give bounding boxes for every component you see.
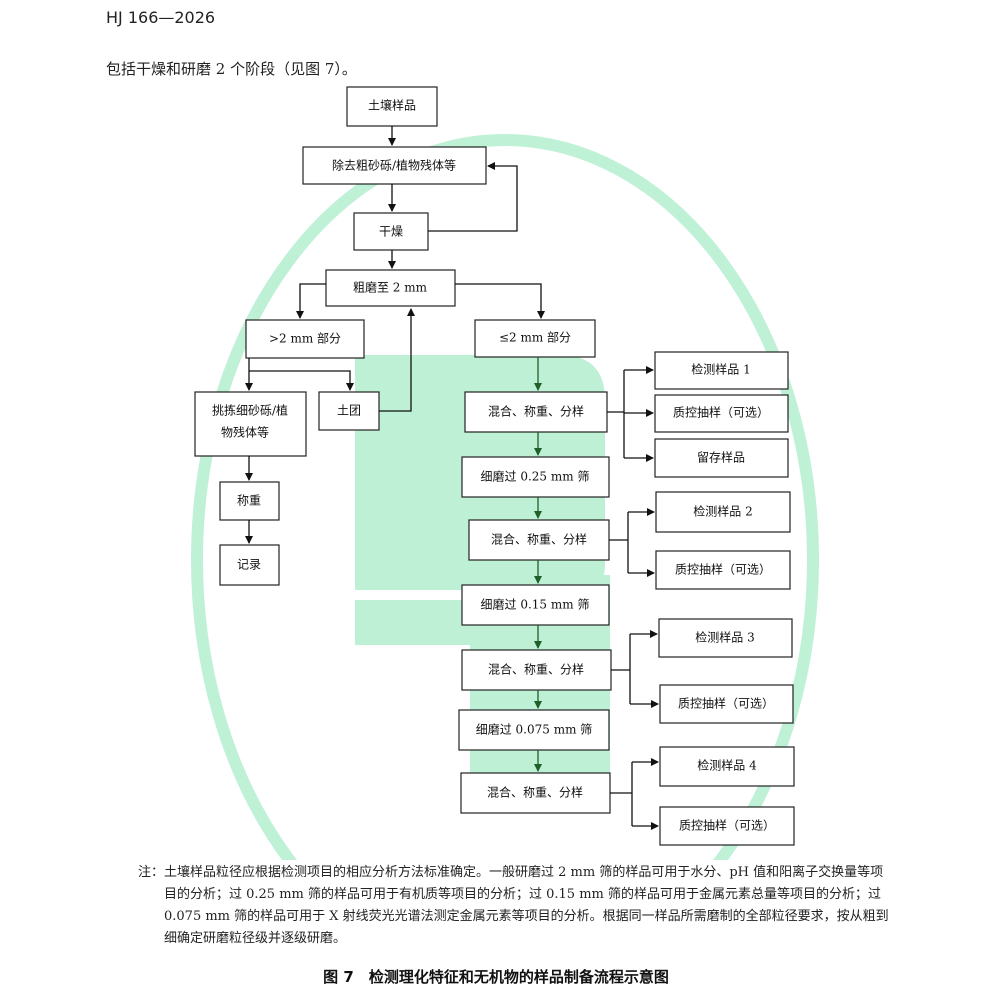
node-mix-1: 混合、称重、分样 [464, 391, 608, 433]
node-grind-015: 细磨过 0.15 mm 筛 [461, 584, 610, 626]
node-test-4: 检测样品 4 [659, 746, 795, 787]
node-qc-3: 质控抽样（可选） [659, 684, 794, 724]
node-mix-2-label: 混合、称重、分样 [491, 532, 587, 547]
connectors [245, 126, 659, 830]
node-soil-sample: 土壤样品 [346, 86, 438, 127]
node-pick-debris-line2: 物残体等 [221, 426, 269, 440]
node-qc-4: 质控抽样（可选） [659, 806, 795, 846]
node-gt2: >2 mm 部分 [245, 319, 365, 359]
node-coarse-grind-label: 粗磨至 2 mm [353, 281, 428, 295]
node-test-1-label: 检测样品 1 [691, 362, 750, 377]
node-coarse-grind: 粗磨至 2 mm [325, 269, 456, 307]
document-code: HJ 166—2026 [106, 8, 216, 27]
node-grind-025-label: 细磨过 0.25 mm 筛 [481, 469, 590, 484]
node-mix-3: 混合、称重、分样 [461, 649, 612, 691]
figure-note: 注： 土壤样品粒径应根据检测项目的相应分析方法标准确定。一般研磨过 2 mm 筛… [138, 862, 890, 950]
node-le2-label: ≤2 mm 部分 [499, 330, 571, 345]
node-qc-2-label: 质控抽样（可选） [675, 562, 771, 577]
node-qc-4-label: 质控抽样（可选） [679, 818, 775, 833]
node-grind-0075-label: 细磨过 0.075 mm 筛 [476, 722, 593, 737]
node-clod-label: 土团 [337, 404, 361, 418]
note-text: 土壤样品粒径应根据检测项目的相应分析方法标准确定。一般研磨过 2 mm 筛的样品… [164, 865, 889, 946]
node-record: 记录 [219, 544, 280, 586]
node-record-label: 记录 [237, 558, 261, 572]
node-mix-4-label: 混合、称重、分样 [487, 785, 583, 800]
node-qc-3-label: 质控抽样（可选） [678, 696, 774, 711]
node-soil-sample-label: 土壤样品 [368, 98, 416, 113]
node-qc-2: 质控抽样（可选） [655, 550, 791, 590]
node-gt2-label: >2 mm 部分 [269, 331, 341, 346]
note-label: 注： [138, 865, 165, 880]
node-le2: ≤2 mm 部分 [474, 319, 596, 358]
node-pick-debris-line1: 挑拣细砂砾/植 [212, 403, 288, 418]
node-remove-debris-label: 除去粗砂砾/植物残体等 [332, 158, 456, 173]
node-qc-1-label: 质控抽样（可选） [673, 405, 769, 420]
node-weigh: 称重 [219, 481, 280, 521]
node-test-2-label: 检测样品 2 [693, 504, 752, 519]
node-remove-debris: 除去粗砂砾/植物残体等 [302, 146, 487, 185]
node-clod: 土团 [318, 391, 380, 431]
node-mix-1-label: 混合、称重、分样 [488, 404, 584, 419]
intro-paragraph: 包括干燥和研磨 2 个阶段（见图 7）。 [106, 60, 357, 78]
node-test-1: 检测样品 1 [654, 351, 789, 390]
node-retain-label: 留存样品 [697, 450, 745, 465]
node-mix-2: 混合、称重、分样 [468, 519, 610, 561]
node-mix-3-label: 混合、称重、分样 [488, 662, 584, 677]
node-grind-025: 细磨过 0.25 mm 筛 [461, 456, 610, 498]
node-dry-label: 干燥 [379, 225, 403, 239]
node-grind-015-label: 细磨过 0.15 mm 筛 [481, 597, 590, 612]
flowchart: 土壤样品 除去粗砂砾/植物残体等 干燥 粗磨至 2 mm >2 mm 部分 ≤2… [191, 86, 819, 860]
node-mix-4: 混合、称重、分样 [460, 772, 611, 814]
node-weigh-label: 称重 [237, 494, 261, 508]
node-test-3-label: 检测样品 3 [695, 630, 754, 645]
figure-caption: 图 7 检测理化特征和无机物的样品制备流程示意图 [323, 968, 669, 986]
node-test-2: 检测样品 2 [655, 491, 791, 533]
node-dry: 干燥 [353, 212, 429, 251]
node-test-4-label: 检测样品 4 [697, 758, 757, 773]
node-qc-1: 质控抽样（可选） [654, 394, 789, 433]
node-pick-debris: 挑拣细砂砾/植 物残体等 [194, 391, 307, 457]
node-test-3: 检测样品 3 [658, 618, 793, 658]
node-grind-0075: 细磨过 0.075 mm 筛 [458, 709, 610, 751]
node-retain: 留存样品 [654, 438, 789, 478]
